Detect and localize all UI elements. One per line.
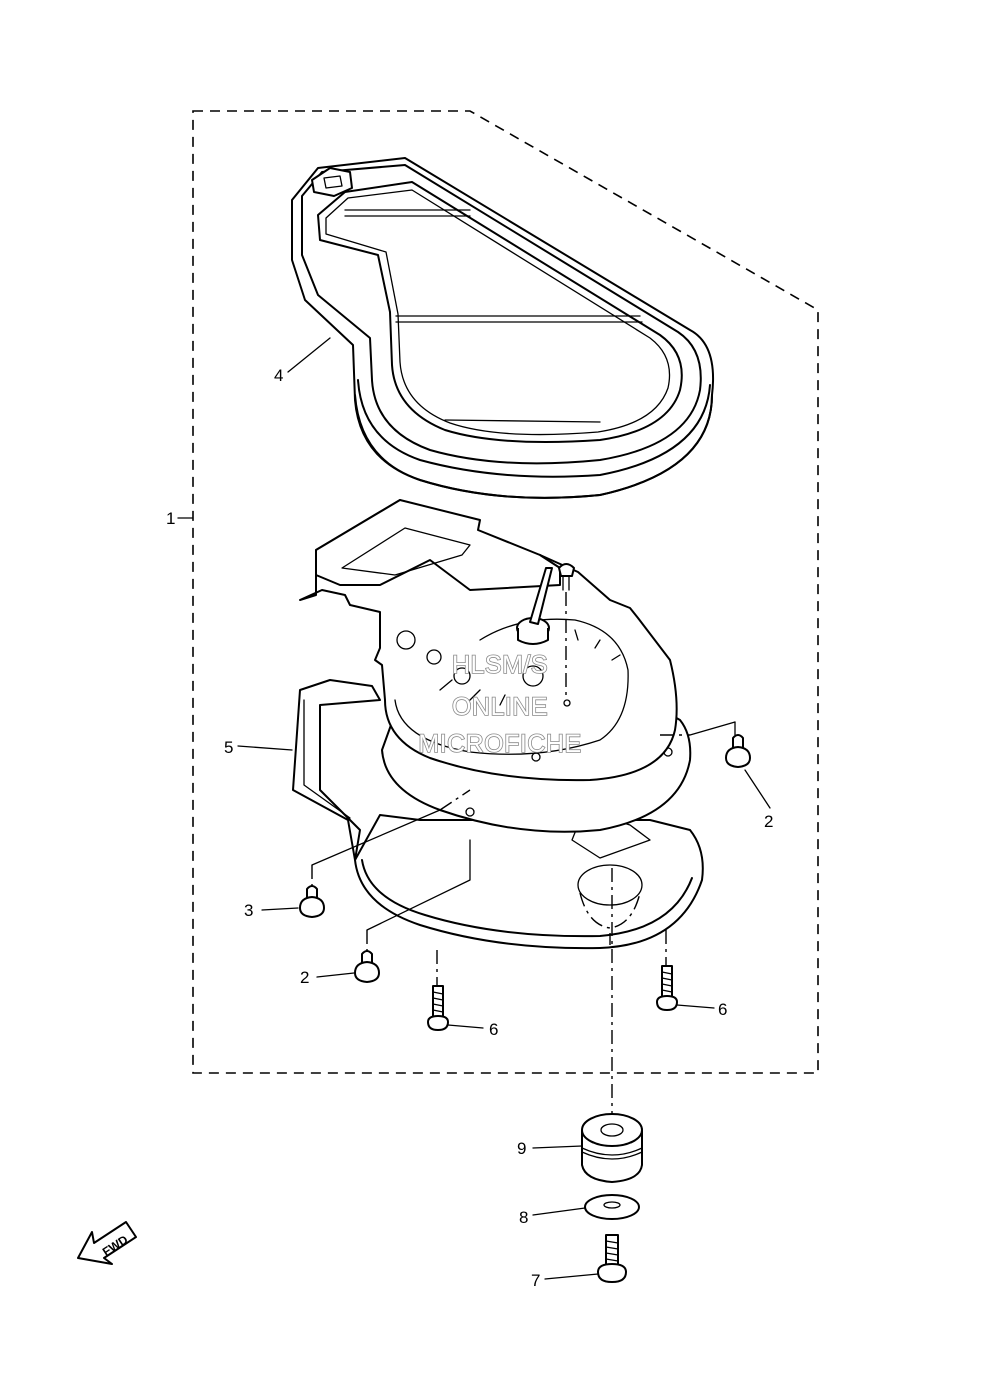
callout-2-right: 2 (764, 812, 773, 831)
callout-7: 7 (531, 1271, 540, 1290)
screw-6-right (656, 965, 678, 1011)
callout-6-right: 6 (718, 1000, 727, 1019)
part-9-damper (581, 1113, 643, 1183)
part-5-meter-housing (292, 679, 704, 950)
fwd-arrow-icon: FWD (77, 1221, 137, 1265)
watermark-line-1: HLSM/S (452, 651, 548, 679)
assembly-boundary (192, 110, 819, 1074)
grommet-3 (299, 885, 325, 918)
grommet-2-right (725, 734, 751, 768)
watermark-line-3: MICROFICHE (418, 730, 581, 758)
callout-5: 5 (224, 738, 233, 757)
screw-6-left (427, 985, 449, 1031)
grommet-2-left (354, 950, 380, 983)
watermark-line-2: ONLINE (452, 693, 548, 721)
callout-8: 8 (519, 1208, 528, 1227)
part-8-washer (584, 1194, 640, 1220)
callout-9: 9 (517, 1139, 526, 1158)
callout-1: 1 (166, 509, 175, 528)
callout-6-left: 6 (489, 1020, 498, 1039)
callout-2-left: 2 (300, 968, 309, 987)
leader-lines (177, 337, 771, 1280)
callout-4: 4 (274, 366, 283, 385)
part-4-meter-cover (291, 157, 714, 499)
callout-labels: 1 4 5 2 3 2 6 6 9 8 7 (166, 366, 773, 1290)
watermark: HLSM/S ONLINE MICROFICHE (418, 650, 582, 759)
callout-3: 3 (244, 901, 253, 920)
part-7-bolt (597, 1234, 627, 1283)
alignment-lines (311, 721, 736, 1115)
meter-board (299, 499, 678, 782)
